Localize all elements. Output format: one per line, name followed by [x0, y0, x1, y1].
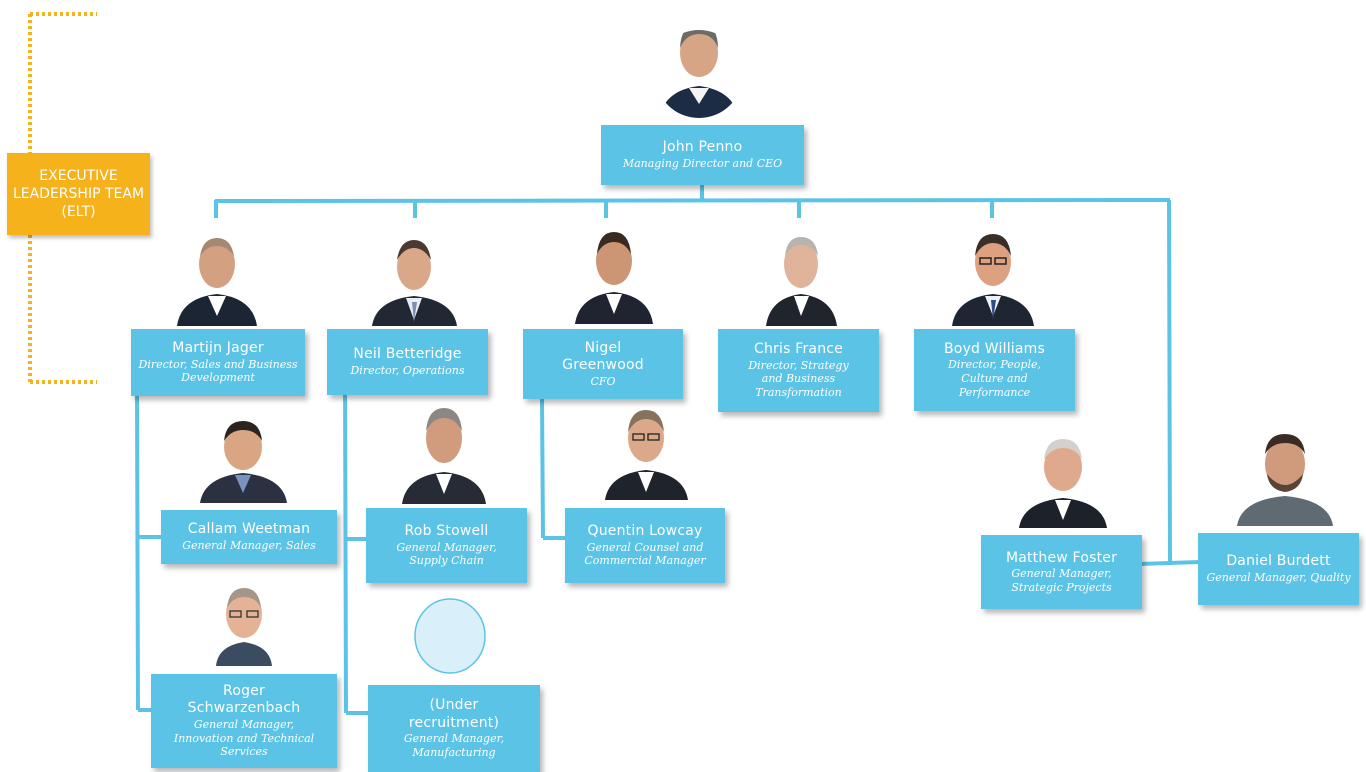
- manager-photo: [605, 400, 688, 500]
- manager-name: Rob Stowell: [404, 523, 489, 539]
- ceo-box: John Penno Managing Director and CEO: [601, 125, 804, 185]
- ceo-title: Managing Director and CEO: [622, 156, 783, 170]
- director-photo: [766, 226, 837, 326]
- director-name: Martijn Jager: [172, 340, 264, 356]
- director-name: Chris France: [754, 341, 843, 358]
- director-photo: [952, 224, 1034, 326]
- manager-photo: [200, 413, 287, 503]
- manager-name: (Under recruitment): [408, 697, 500, 731]
- manager-title: General Counsel and Commercial Manager: [584, 540, 706, 568]
- director-box: Chris France Director, Strategy and Busi…: [718, 329, 879, 412]
- director-title: Director, Operations: [350, 363, 465, 377]
- manager-title: General Manager, Strategic Projects: [1011, 567, 1112, 594]
- manager-photo: [1237, 424, 1333, 526]
- director-photo: [575, 222, 653, 324]
- director-box: Martijn Jager Director, Sales and Busine…: [131, 329, 305, 396]
- director-title: Director, People, Culture and Performanc…: [948, 358, 1041, 399]
- manager-name: Roger Schwarzenbach: [187, 682, 301, 717]
- director-photo: [177, 226, 257, 326]
- director-box: Neil Betteridge Director, Operations: [327, 329, 488, 395]
- manager-photo: [216, 580, 272, 666]
- director-title: Director, Strategy and Business Transfor…: [748, 358, 849, 400]
- manager-title: General Manager, Manufacturing: [403, 732, 505, 759]
- manager-box: Rob Stowell General Manager, Supply Chai…: [366, 508, 527, 583]
- manager-photo: [1019, 430, 1107, 528]
- manager-name: Matthew Foster: [1005, 549, 1118, 566]
- manager-box: (Under recruitment) General Manager, Man…: [368, 685, 540, 772]
- director-box: Boyd Williams Director, People, Culture …: [914, 329, 1075, 411]
- manager-box: Daniel Burdett General Manager, Quality: [1198, 533, 1359, 605]
- director-name: Neil Betteridge: [353, 346, 462, 363]
- director-title: CFO: [590, 374, 616, 388]
- manager-name: Daniel Burdett: [1226, 553, 1331, 570]
- vacant-position-placeholder: [414, 598, 486, 674]
- manager-title: General Manager, Innovation and Technica…: [173, 717, 315, 759]
- director-name: Nigel Greenwood: [562, 339, 644, 374]
- ceo-name: John Penno: [662, 139, 743, 156]
- director-title: Director, Sales and Business Development: [138, 357, 298, 385]
- manager-box: Matthew Foster General Manager, Strategi…: [981, 535, 1142, 609]
- manager-photo: [402, 396, 486, 504]
- elt-label-box: EXECUTIVE LEADERSHIP TEAM (ELT): [7, 153, 150, 235]
- manager-box: Quentin Lowcay General Counsel and Comme…: [565, 508, 725, 583]
- manager-box: Callam Weetman General Manager, Sales: [161, 510, 337, 564]
- director-box: Nigel Greenwood CFO: [523, 329, 683, 399]
- elt-label: EXECUTIVE LEADERSHIP TEAM (ELT): [12, 167, 145, 221]
- manager-title: General Manager, Sales: [182, 538, 316, 552]
- director-photo: [372, 230, 457, 326]
- manager-name: Quentin Lowcay: [587, 523, 703, 539]
- ceo-photo: [655, 8, 743, 118]
- manager-title: General Manager, Supply Chain: [396, 540, 497, 568]
- manager-title: General Manager, Quality: [1206, 570, 1351, 584]
- director-name: Boyd Williams: [944, 340, 1045, 357]
- manager-box: Roger Schwarzenbach General Manager, Inn…: [151, 674, 337, 768]
- manager-name: Callam Weetman: [187, 521, 311, 538]
